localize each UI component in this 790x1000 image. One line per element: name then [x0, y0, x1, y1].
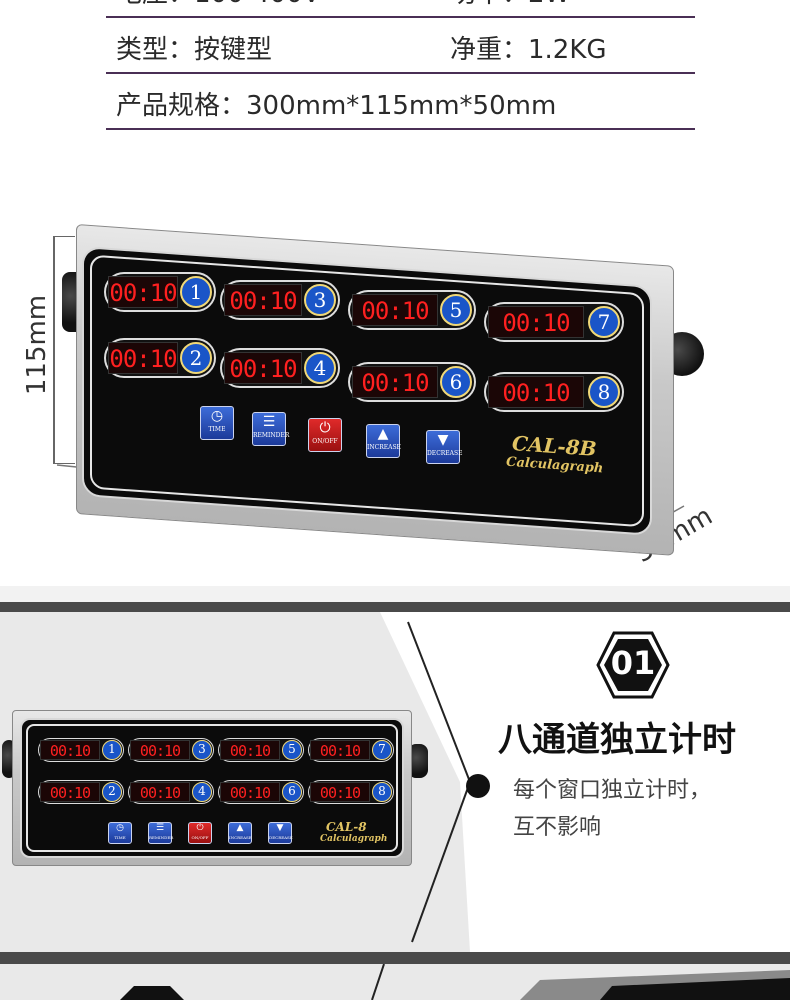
basket-icon: ☰: [262, 414, 276, 430]
timer-device-large: 00:10 1 00:10 3 00:10 5 00:10 7 00:10 2 …: [60, 220, 720, 556]
height-dimension-label: 115mm: [22, 294, 52, 396]
feature-bullet: [466, 774, 490, 798]
spec-power: 功率：2W: [450, 0, 570, 10]
feature-description-line-1: 每个窗口独立计时，: [513, 778, 712, 803]
timer-window-4: 00:10 4: [220, 348, 340, 388]
timer-number-badge: 3: [304, 284, 336, 316]
next-section-shapes: [120, 963, 790, 1000]
model-label: CAL-8: [326, 820, 367, 834]
timer-display: 00:10: [310, 740, 370, 760]
spec-size: 产品规格：300mm*115mm*50mm: [116, 91, 557, 121]
spec-weight: 净重：1.2KG: [450, 35, 607, 65]
increase-button[interactable]: ▲ INCREASE: [366, 424, 401, 458]
timer-number-badge: 2: [180, 342, 212, 374]
timer-display: 00:10: [224, 284, 302, 316]
timer-display: 00:10: [130, 740, 190, 760]
timer-number-badge: 6: [440, 366, 472, 398]
timer-number-badge: 6: [282, 782, 302, 802]
timer-number-badge: 4: [304, 352, 336, 384]
timer-number-badge: 5: [440, 294, 472, 326]
timer-window-1: 00:10 1: [38, 738, 124, 762]
timer-display: 00:10: [40, 740, 100, 760]
timer-number-badge: 8: [372, 782, 392, 802]
time-button[interactable]: ◷ TIME: [200, 406, 234, 440]
feature-white-panel: [380, 612, 790, 952]
section-band-top: [0, 602, 790, 612]
on-off-button[interactable]: ⏻ ON/OFF: [188, 822, 212, 844]
timer-window-1: 00:10 1: [104, 272, 216, 312]
timer-window-3: 00:10 3: [220, 280, 340, 320]
spec-row-type: 类型：按键型 净重：1.2KG: [106, 18, 695, 74]
timer-display: 00:10: [40, 782, 100, 802]
timer-window-3: 00:10 3: [128, 738, 214, 762]
timer-number-badge: 8: [588, 376, 620, 408]
timer-window-8: 00:10 8: [308, 780, 394, 804]
spec-type: 类型：按键型: [116, 35, 273, 65]
basket-icon: ☰: [155, 823, 165, 833]
height-dimension-cap-top: [53, 236, 75, 237]
height-dimension-cap-bottom: [53, 463, 75, 464]
brand-label: Calculagraph: [320, 834, 388, 844]
feature-description-line-2: 互不影响: [513, 815, 602, 840]
feature-number-badge: 01: [596, 631, 670, 699]
timer-device-small: 00:10 1 00:10 3 00:10 5 00:10 7 00:10 2 …: [2, 710, 428, 870]
spec-row-voltage: 电压：100-400V 功率：2W: [106, 0, 695, 18]
timer-window-7: 00:10 7: [484, 302, 624, 342]
timer-display: 00:10: [220, 782, 280, 802]
timer-display: 00:10: [488, 306, 584, 338]
timer-display: 00:10: [130, 782, 190, 802]
timer-window-2: 00:10 2: [38, 780, 124, 804]
timer-number-badge: 3: [192, 740, 212, 760]
timer-display: 00:10: [220, 740, 280, 760]
timer-window-6: 00:10 6: [348, 362, 476, 402]
timer-window-8: 00:10 8: [484, 372, 624, 412]
timer-display: 00:10: [352, 366, 438, 398]
power-icon: ⏻: [319, 420, 331, 436]
hexagon-icon: [596, 631, 670, 699]
timer-window-5: 00:10 5: [348, 290, 476, 330]
timer-display: 00:10: [108, 342, 178, 374]
timer-display: 00:10: [108, 276, 178, 308]
timer-number-badge: 4: [192, 782, 212, 802]
section-divider-light: [0, 586, 790, 602]
panel-inner-border: [26, 724, 398, 852]
height-dimension-line: [53, 236, 55, 464]
time-button[interactable]: ◷ TIME: [108, 822, 132, 844]
timer-window-7: 00:10 7: [308, 738, 394, 762]
clock-icon: ◷: [210, 408, 224, 424]
next-section-preview: [0, 963, 790, 1000]
section-band-bottom: [0, 952, 790, 964]
spec-row-size: 产品规格：300mm*115mm*50mm: [106, 74, 695, 130]
arrow-down-icon: ▼: [437, 432, 449, 448]
timer-number-badge: 7: [588, 306, 620, 338]
timer-window-4: 00:10 4: [128, 780, 214, 804]
timer-window-6: 00:10 6: [218, 780, 304, 804]
timer-display: 00:10: [488, 376, 584, 408]
decrease-button[interactable]: ▼ DECREASE: [426, 430, 463, 464]
timer-number-badge: 7: [372, 740, 392, 760]
clock-icon: ◷: [116, 823, 124, 833]
reminder-button[interactable]: ☰ REMINDER: [148, 822, 173, 844]
timer-number-badge: 2: [102, 782, 122, 802]
increase-button[interactable]: ▲ INCREASE: [228, 822, 252, 844]
right-knob: [408, 744, 428, 778]
feature-title: 八通道独立计时: [498, 720, 736, 760]
power-icon: ⏻: [196, 823, 204, 833]
feature-number: 01: [610, 644, 656, 682]
spec-voltage: 电压：100-400V: [116, 0, 320, 10]
timer-display: 00:10: [224, 352, 302, 384]
decrease-button[interactable]: ▼ DECREASE: [268, 822, 293, 844]
arrow-up-icon: ▲: [236, 823, 244, 833]
timer-number-badge: 1: [180, 276, 212, 308]
timer-number-badge: 1: [102, 740, 122, 760]
timer-window-2: 00:10 2: [104, 338, 216, 378]
arrow-up-icon: ▲: [377, 426, 389, 442]
timer-display: 00:10: [310, 782, 370, 802]
reminder-button[interactable]: ☰ REMINDER: [252, 412, 289, 446]
on-off-button[interactable]: ⏻ ON/OFF: [308, 418, 342, 452]
arrow-down-icon: ▼: [276, 823, 284, 833]
timer-display: 00:10: [352, 294, 438, 326]
timer-window-5: 00:10 5: [218, 738, 304, 762]
timer-number-badge: 5: [282, 740, 302, 760]
